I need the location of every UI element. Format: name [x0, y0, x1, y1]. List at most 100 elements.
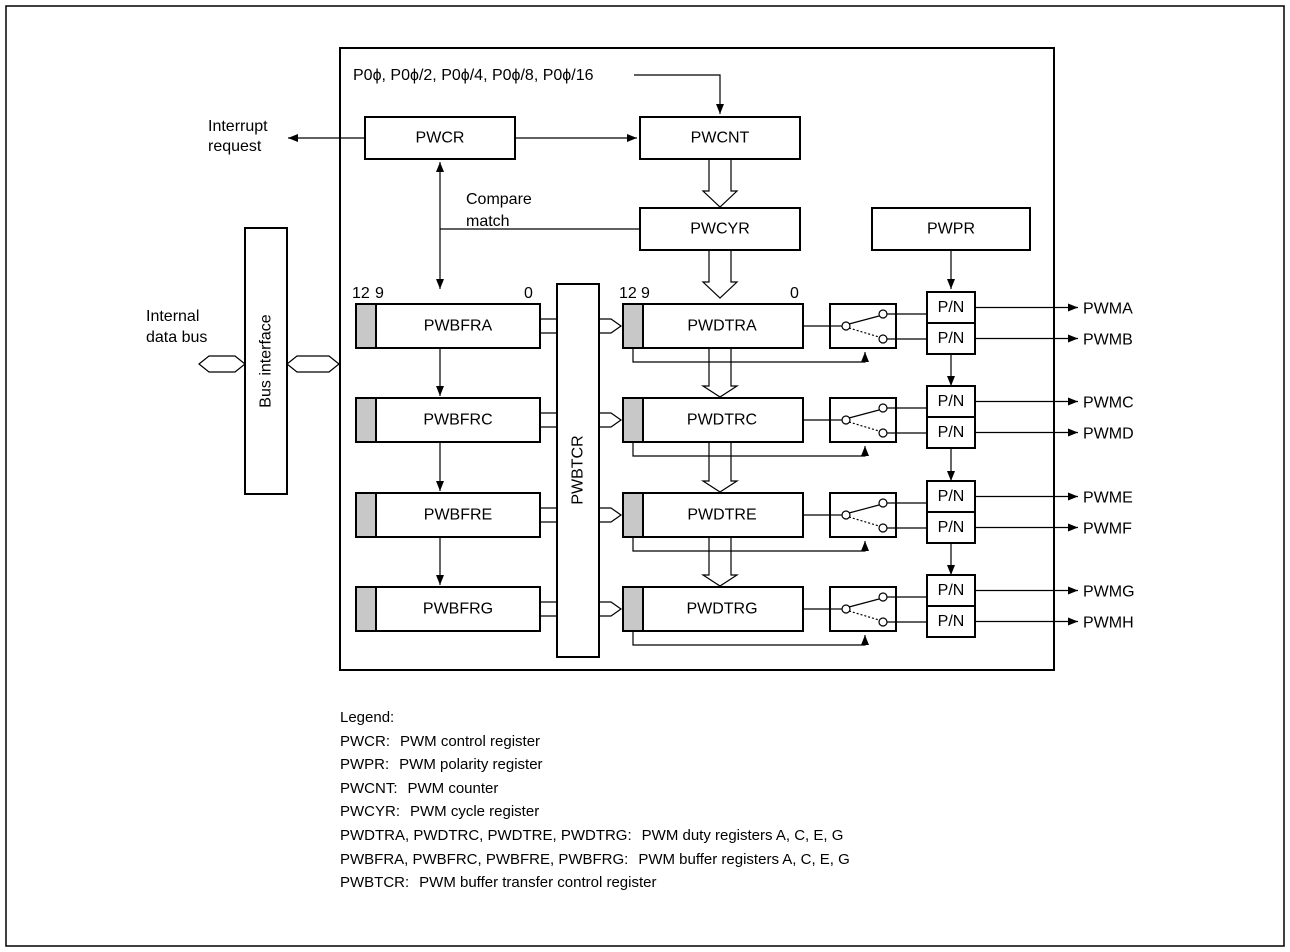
legend-desc: PWM polarity register [399, 756, 543, 774]
duty-shaded-bits [622, 586, 644, 632]
pwcyr-label: PWCYR [690, 221, 750, 238]
pwdtre-label: PWDTRE [687, 507, 756, 524]
legend-item: PWBTCR: PWM buffer transfer control regis… [340, 871, 850, 895]
legend-item: PWCYR:PWM cycle register [340, 800, 850, 824]
switch-pivot [841, 510, 851, 520]
page-border [5, 5, 1285, 947]
output-label-pwmd: PWMD [1083, 426, 1134, 443]
pwbfra-label: PWBFRA [424, 318, 493, 335]
legend-desc: PWM duty registers A, C, E, G [641, 826, 844, 844]
output-label-pwmc: PWMC [1083, 395, 1134, 412]
duty-feedback-arrow [632, 442, 869, 457]
buffer-bit0-label: 0 [524, 285, 533, 302]
pn-cell [926, 385, 976, 418]
legend-desc: PWM control register [400, 732, 541, 750]
output-switch [829, 303, 927, 349]
switch-arm [848, 504, 880, 514]
switch-arm-dotted [848, 327, 880, 338]
switch-contact-upper [878, 309, 888, 319]
legend-desc: PWM buffer transfer control register [419, 874, 657, 892]
legend-term: PWPR: [340, 756, 390, 774]
duty-bit9-label: 9 [641, 285, 650, 302]
pn-label: P/N [938, 488, 965, 505]
duty-chain-bus [700, 442, 740, 493]
data-bus-connector-right [286, 355, 340, 373]
buffer-shaded-bits [355, 303, 377, 349]
pwbfrc-box [375, 397, 541, 443]
legend-term: PWBTCR: [340, 874, 410, 892]
pwdtra-label: PWDTRA [687, 318, 757, 335]
pwbtcr-to-duty-bus [599, 507, 623, 523]
legend-desc: PWM cycle register [410, 803, 540, 821]
pwbtcr-to-duty-bus [599, 412, 623, 428]
switch-contact-upper [878, 592, 888, 602]
duty-bit12-label: 12 [619, 285, 637, 302]
switch-contact-lower [878, 428, 888, 438]
interrupt-request-line1: Interrupt [208, 118, 268, 135]
switch-arm [848, 409, 880, 419]
pwdtre-box [642, 492, 804, 538]
duty-feedback-arrow [632, 348, 869, 363]
pwcnt-label: PWCNT [691, 130, 750, 147]
switch-contact-lower [878, 617, 888, 627]
pn-cell [926, 605, 976, 638]
buffer-to-pwbtcr-bus [540, 507, 557, 523]
output-label-pwmg: PWMG [1083, 584, 1135, 601]
pwcnt-box [639, 116, 801, 160]
output-switch [829, 586, 927, 632]
bus-interface-box [244, 227, 288, 495]
switch-arm-dotted [848, 516, 880, 527]
pn-label: P/N [938, 582, 965, 599]
duty-shaded-bits [622, 303, 644, 349]
pwm-module-boundary [339, 47, 1055, 671]
output-label-pwmb: PWMB [1083, 332, 1133, 349]
switch-arm [848, 315, 880, 325]
legend-desc: PWM counter [407, 779, 499, 797]
switch-arm-dotted [848, 610, 880, 621]
pwcnt-to-pwcyr-bus [701, 159, 739, 208]
switch-pivot [841, 604, 851, 614]
duty-feedback-arrow [632, 631, 869, 646]
pwcyr-box [639, 207, 801, 251]
clock-sources-label: P0ϕ, P0ϕ/2, P0ϕ/4, P0ϕ/8, P0ϕ/16 [353, 67, 594, 84]
output-switch [829, 492, 927, 538]
output-label-pwme: PWME [1083, 490, 1133, 507]
legend-desc: PWM buffer registers A, C, E, G [638, 850, 850, 868]
switch-contact-upper [878, 498, 888, 508]
pwpr-label: PWPR [927, 221, 975, 238]
duty-bit0-label: 0 [790, 285, 799, 302]
legend-term: PWDTRA, PWDTRC, PWDTRE, PWDTRG: [340, 826, 632, 844]
duty-shaded-bits [622, 492, 644, 538]
compare-match-line1: Compare [466, 191, 532, 208]
legend-item: PWDTRA, PWDTRC, PWDTRE, PWDTRG: PWM duty … [340, 824, 850, 848]
pwbfrg-box [375, 586, 541, 632]
switch-pivot [841, 321, 851, 331]
pwdtrc-label: PWDTRC [687, 412, 757, 429]
buffer-shaded-bits [355, 397, 377, 443]
pn-label: P/N [938, 424, 965, 441]
output-label-pwma: PWMA [1083, 301, 1133, 318]
buffer-bit9-label: 9 [375, 285, 384, 302]
duty-chain-bus [700, 537, 740, 587]
switch-contact-lower [878, 523, 888, 533]
switch-contact-lower [878, 334, 888, 344]
data-bus-connector-left [198, 355, 246, 373]
pwbfrc-label: PWBFRC [423, 412, 492, 429]
buffer-to-pwbtcr-bus [540, 412, 557, 428]
legend-term: PWCNT: [340, 779, 398, 797]
output-switch [829, 397, 927, 443]
pn-label: P/N [938, 299, 965, 316]
interrupt-request-line2: request [208, 138, 262, 155]
switch-pivot [841, 415, 851, 425]
duty-feedback-arrow [632, 537, 869, 552]
legend-item: PWCR:PWM control register [340, 730, 850, 754]
pwpr-box [871, 207, 1031, 251]
